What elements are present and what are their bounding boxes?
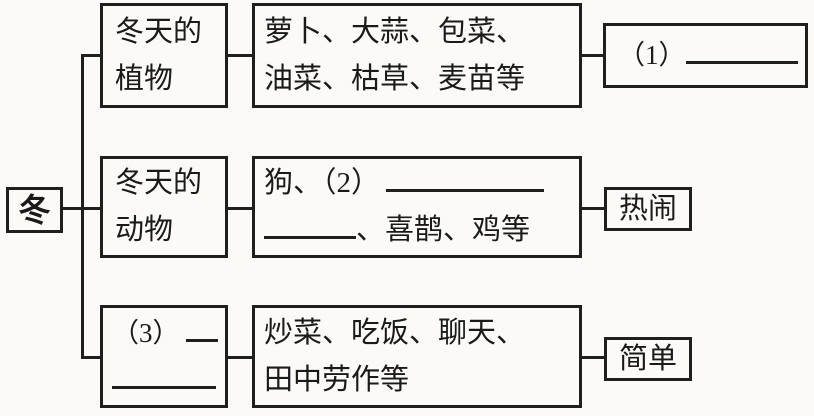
plants-category-line2: 植物 — [115, 62, 174, 95]
animals-category-line1: 冬天的 — [115, 167, 203, 199]
activities-category-box: （3） — [100, 305, 228, 408]
animals-items-connector — [228, 207, 252, 210]
animals-items-line1-text: 狗、（2） — [264, 167, 381, 199]
activities-answer-connector — [582, 356, 604, 359]
activities-category-line2 — [112, 357, 216, 404]
animals-blank-line-2 — [264, 236, 356, 239]
plants-items-connector — [228, 54, 252, 57]
animals-category-box: 冬天的 动物 — [100, 156, 228, 258]
activities-answer-box: 简单 — [604, 337, 692, 381]
plants-answer-prefix: （1） — [618, 40, 686, 70]
plants-items-line2: 油菜、枯草、麦苗等 — [264, 62, 526, 95]
animals-category-line2: 动物 — [115, 214, 174, 246]
activities-answer-label: 简单 — [618, 342, 677, 375]
plants-answer-blank-line — [685, 61, 798, 64]
activities-items-line2: 田中劳作等 — [264, 363, 410, 396]
root-node: 冬 — [6, 187, 63, 233]
plants-branch-line — [84, 54, 100, 57]
animals-items-line2: 、喜鹊、鸡等 — [264, 207, 530, 254]
animals-blank-line-1 — [386, 189, 545, 192]
plants-category-line1: 冬天的 — [115, 15, 203, 48]
root-label: 冬 — [18, 192, 51, 228]
root-connector-line — [63, 207, 100, 210]
plants-answer-connector — [582, 54, 603, 57]
activities-blank-line-2 — [112, 385, 216, 389]
activities-items-box: 炒菜、吃饭、聊天、 田中劳作等 — [252, 305, 582, 408]
animals-items-line1: 狗、（2） — [264, 160, 545, 207]
animals-items-box: 狗、（2） 、喜鹊、鸡等 — [252, 156, 582, 258]
plants-items-box: 萝卜、大蒜、包菜、 油菜、枯草、麦苗等 — [252, 3, 582, 108]
animals-answer-connector — [582, 207, 604, 210]
activities-category-prefix: （3） — [112, 317, 180, 348]
activities-items-line1: 炒菜、吃饭、聊天、 — [264, 316, 526, 349]
plants-items-line1: 萝卜、大蒜、包菜、 — [264, 15, 526, 48]
plants-category-box: 冬天的 植物 — [100, 3, 228, 108]
activities-items-connector — [228, 356, 252, 359]
animals-answer-box: 热闹 — [604, 187, 692, 231]
plants-answer-line: （1） — [618, 32, 798, 79]
animals-answer-label: 热闹 — [618, 192, 677, 225]
trunk-line — [81, 54, 84, 359]
activities-category-line1: （3） — [112, 310, 218, 357]
animals-items-line2-text: 、喜鹊、鸡等 — [356, 214, 531, 246]
plants-answer-box: （1） — [603, 23, 808, 88]
activities-branch-line — [84, 356, 100, 359]
activities-blank-line-1 — [185, 338, 218, 342]
